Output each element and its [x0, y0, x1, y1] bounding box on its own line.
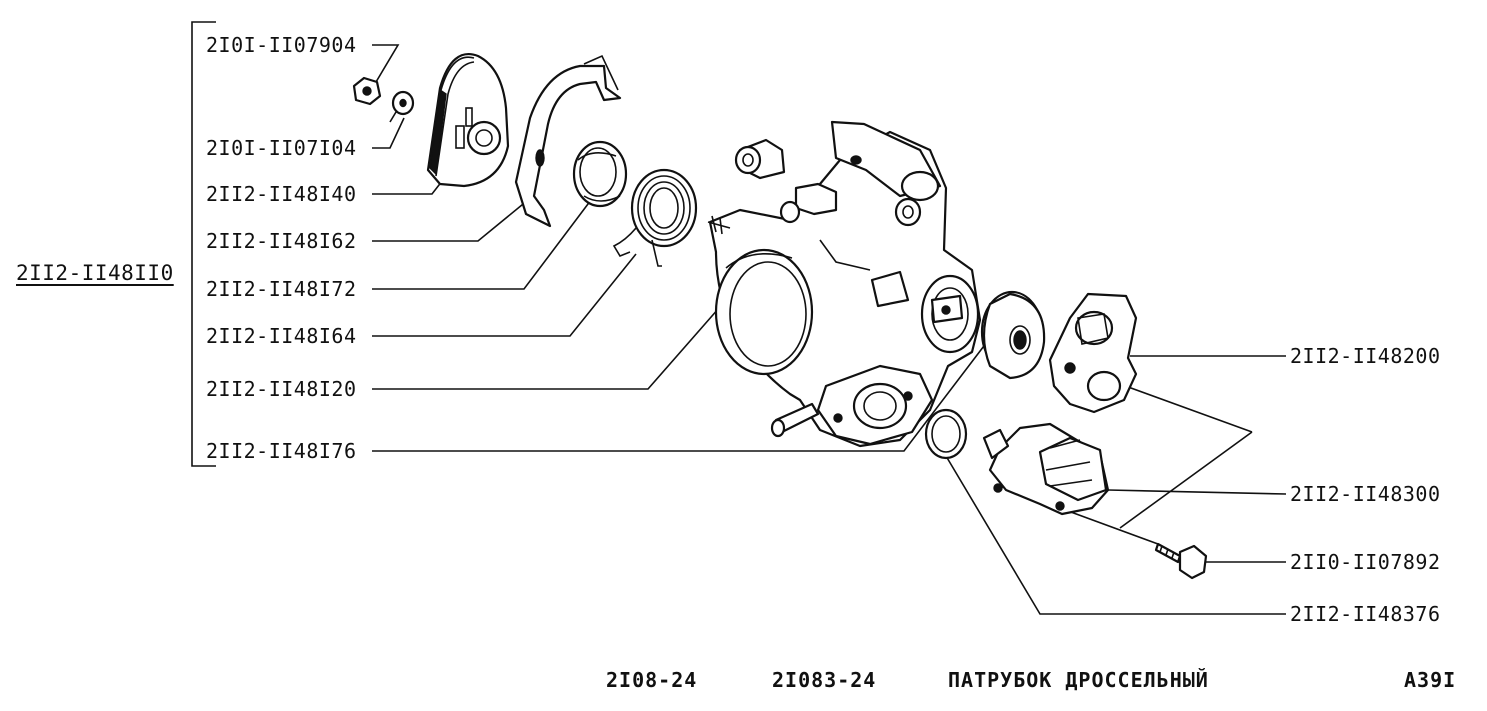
leader-return-spring [372, 253, 637, 337]
footer-title: ПАТРУБОК ДРОССЕЛЬНЫЙ [948, 668, 1209, 692]
callout-bracket: 2II2-II48I62 [206, 229, 357, 253]
o-ring-part [924, 408, 968, 460]
leader-bracket [372, 199, 529, 242]
leader-iac [1107, 489, 1287, 495]
footer-sheet: A39I [1404, 668, 1457, 692]
callout-lock-washer: 2I0I-II07I04 [206, 136, 357, 160]
footer-model-1: 2I08-24 [606, 668, 698, 692]
leader-o-ring [945, 455, 1286, 615]
assembly-number: 2II2-II48II0 [16, 261, 174, 285]
bracket-part [514, 54, 622, 228]
leader-nut [372, 44, 400, 83]
leader-lock-washer [372, 117, 405, 149]
callout-o-ring: 2II2-II48376 [1290, 602, 1441, 626]
screw-part [1154, 542, 1208, 580]
callout-iac: 2II2-II48300 [1290, 482, 1441, 506]
leader-tps-diag2 [1119, 431, 1253, 529]
leader-bushing [372, 195, 595, 290]
callout-tps: 2II2-II48200 [1290, 344, 1441, 368]
callout-bushing: 2II2-II48I72 [206, 277, 357, 301]
nut-part [352, 76, 382, 106]
return-spring-part [612, 168, 698, 267]
callout-return-spring: 2II2-II48I64 [206, 324, 357, 348]
throttle-body-part [707, 120, 982, 448]
assembly-bracket [191, 21, 216, 467]
footer-model-2: 2I083-24 [772, 668, 877, 692]
callout-gasket: 2II2-II48I76 [206, 439, 357, 463]
lock-washer-part [389, 90, 415, 123]
callout-throttle-sector: 2II2-II48I40 [206, 182, 357, 206]
callout-nut: 2I0I-II07904 [206, 33, 357, 57]
leader-throttle-body [372, 299, 727, 390]
iac-valve-part [982, 422, 1110, 516]
bushing-part [572, 140, 628, 208]
tps-part [1048, 292, 1138, 414]
callout-throttle-body: 2II2-II48I20 [206, 377, 357, 401]
callout-screw: 2II0-II07892 [1290, 550, 1441, 574]
leader-gasket [372, 337, 991, 452]
insulator-ring-part [980, 290, 1046, 380]
throttle-sector-part [426, 53, 510, 188]
